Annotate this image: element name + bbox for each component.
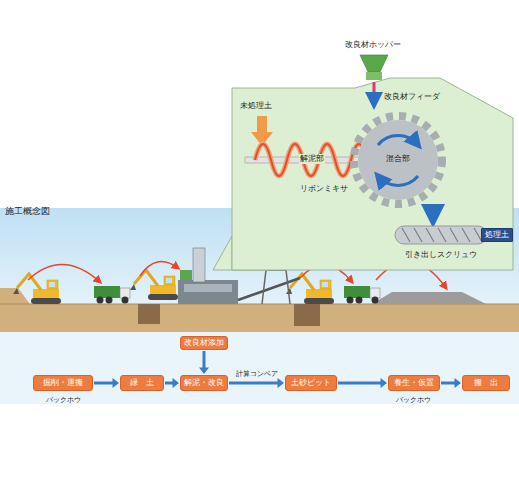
additive-box: 改良材添加 — [180, 336, 228, 350]
arrow-head — [455, 378, 462, 388]
box-text: 掘削・運搬 — [43, 379, 83, 387]
output-tag: 処理土 — [481, 228, 513, 242]
process-box: 緑 土 — [120, 375, 164, 391]
process-box: 土砂ピット — [285, 375, 337, 391]
flow-line — [441, 382, 456, 385]
part-label: 改良材フィーダ — [384, 92, 440, 102]
arrow-head — [381, 378, 388, 388]
box-text: 搬 出 — [474, 379, 498, 387]
flow-line — [94, 382, 114, 385]
box-text: 土砂ピット — [291, 379, 331, 387]
process-box: 養生・仮置 — [388, 375, 440, 391]
part-label: リボンミキサ — [300, 184, 348, 194]
box-text: 解泥・改良 — [184, 379, 224, 387]
flow-line — [338, 382, 382, 385]
edge-label: 計算コンベア — [236, 370, 278, 378]
part-label: 解泥部 — [299, 154, 325, 164]
arrow-head — [278, 378, 285, 388]
box-text: 改良材添加 — [184, 339, 224, 347]
arrow-head — [173, 378, 180, 388]
process-box: 搬 出 — [462, 375, 510, 391]
flow-arrow — [165, 378, 179, 388]
arrow-head — [199, 368, 209, 375]
flow-line — [203, 351, 206, 369]
flow-arrow — [338, 378, 387, 388]
machine-label: バックホウ — [46, 396, 81, 404]
flow-arrow — [94, 378, 119, 388]
part-label: 引き出しスクリュウ — [405, 250, 477, 260]
process-box: 掘削・運搬 — [33, 375, 93, 391]
part-label: 改良材ホッパー — [345, 40, 401, 50]
input-label: 未処理土 — [240, 101, 272, 111]
box-text: 養生・仮置 — [394, 379, 434, 387]
flow-line — [229, 382, 279, 385]
diagram-title: 施工概念図 — [5, 206, 50, 217]
flow-arrow — [441, 378, 461, 388]
arrow-head — [113, 378, 120, 388]
box-text: 緑 土 — [130, 379, 154, 387]
flow-arrow — [199, 351, 209, 374]
machine-label: バックホウ — [396, 396, 431, 404]
process-box: 解泥・改良 — [180, 375, 228, 391]
part-label: 混合部 — [385, 154, 411, 164]
box-text: 処理土 — [485, 231, 509, 239]
flow-arrow — [229, 378, 284, 388]
